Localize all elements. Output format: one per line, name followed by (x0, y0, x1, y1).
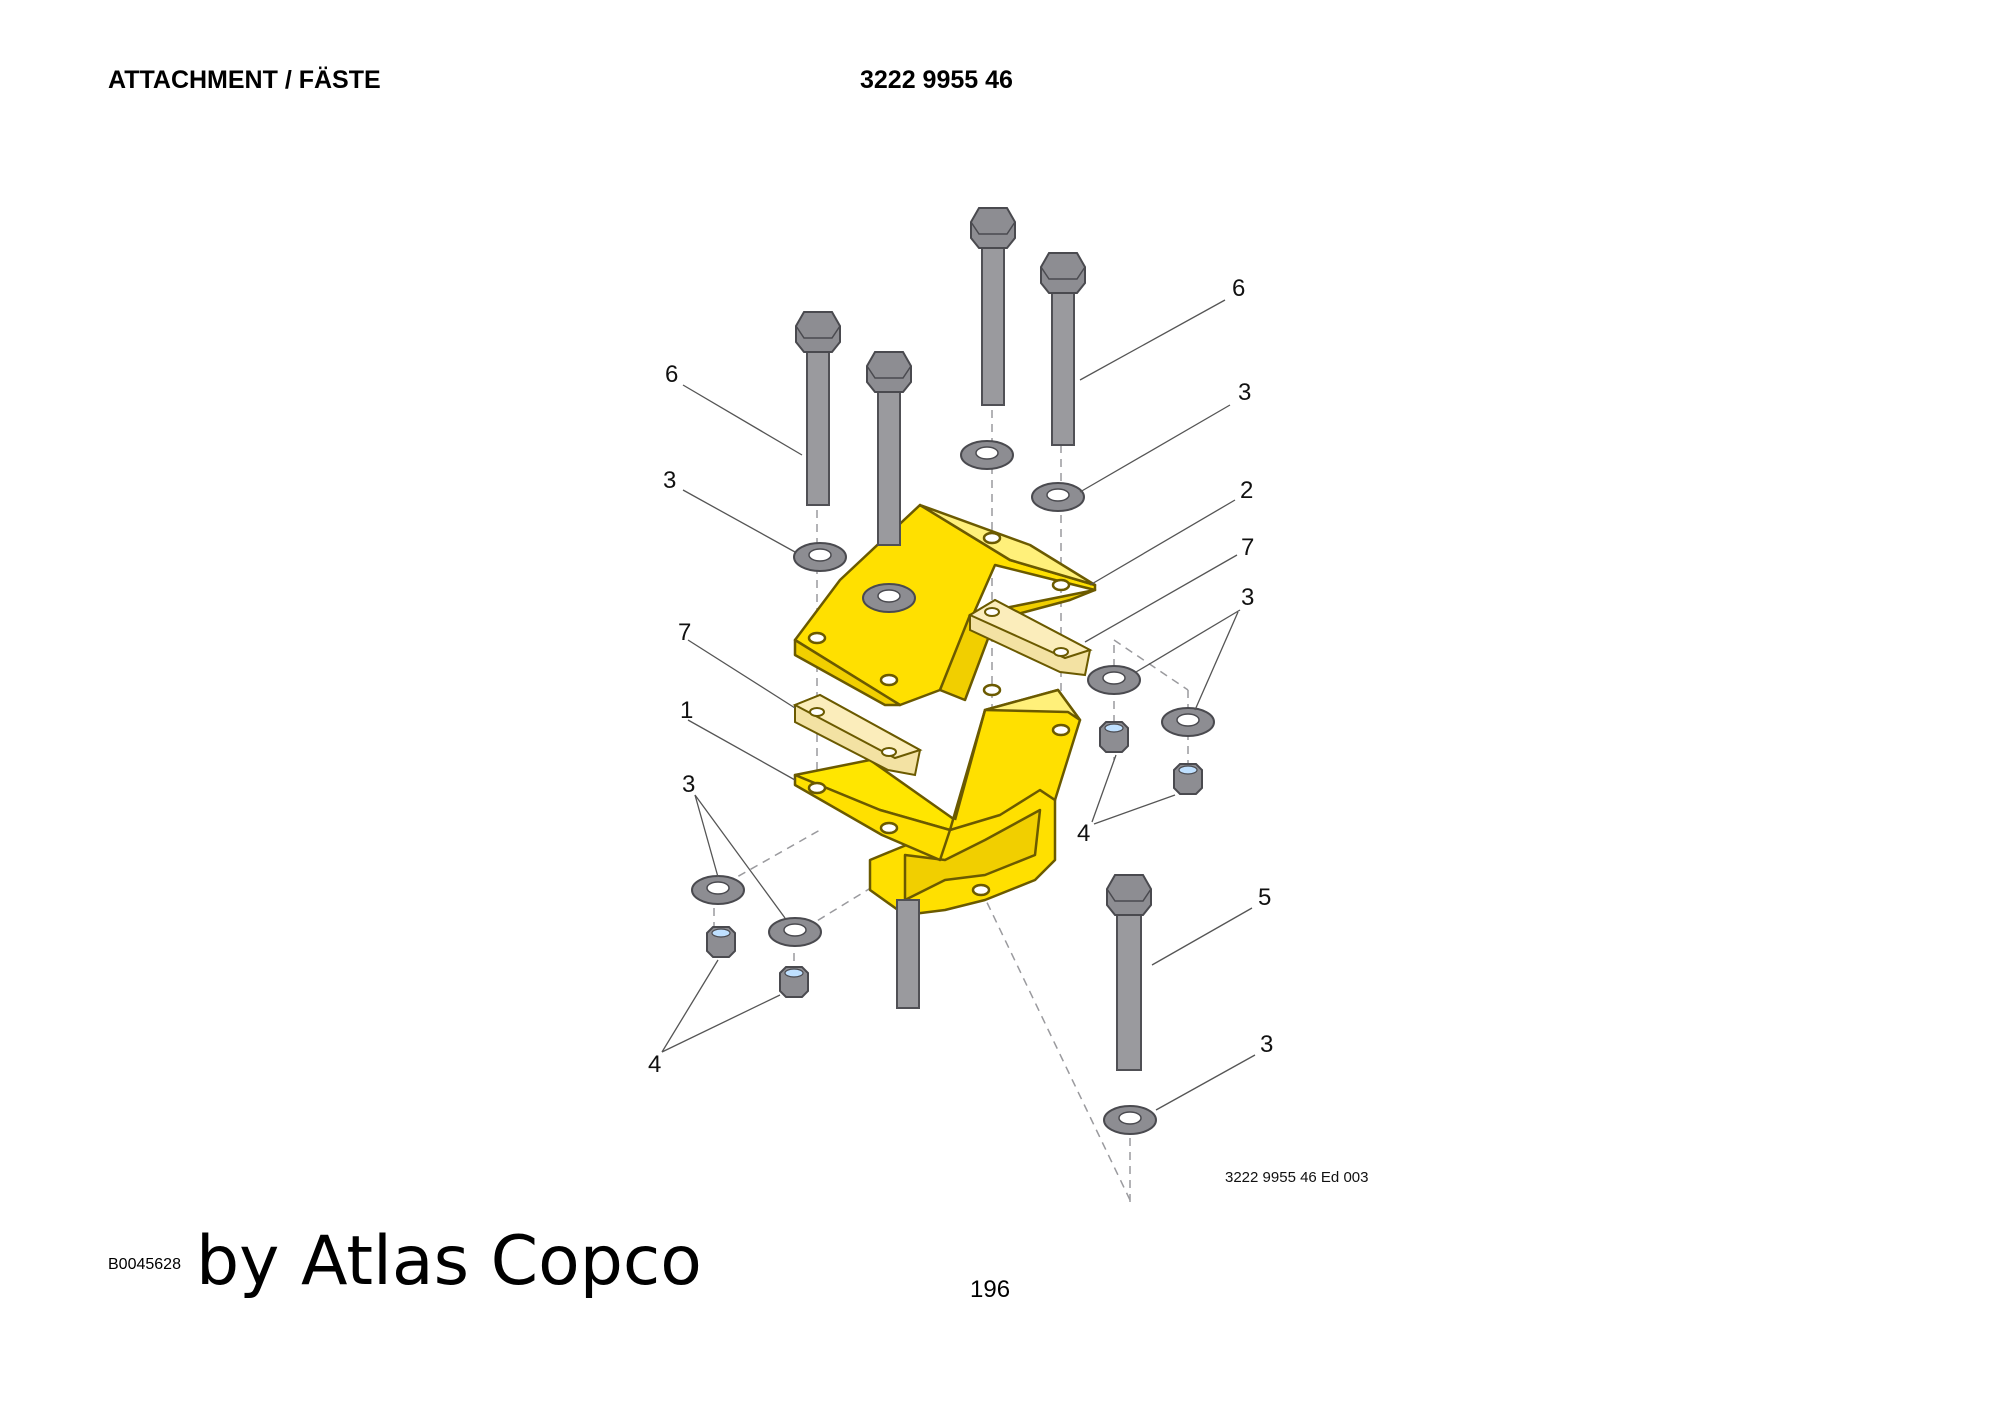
nut (706, 926, 736, 958)
shim-plate-right (967, 598, 1093, 677)
washer (1031, 482, 1085, 512)
document-code: B0045628 (108, 1256, 181, 1273)
washer (1103, 1105, 1157, 1135)
callout-3: 3 (1241, 584, 1254, 611)
callout-3: 3 (1260, 1031, 1273, 1058)
callout-2: 2 (1240, 477, 1253, 504)
bolt-shank-lower (896, 899, 920, 1009)
washer (793, 542, 847, 572)
page-title: ATTACHMENT / FÄSTE (108, 66, 381, 94)
washer (768, 917, 822, 947)
callout-4: 4 (648, 1051, 661, 1078)
callout-3: 3 (682, 771, 695, 798)
bolt-bottom (1106, 874, 1152, 1071)
upper-bracket (793, 503, 1097, 707)
callout-3: 3 (663, 467, 676, 494)
callouts: 6 6 3 3 2 7 3 7 1 3 4 4 5 3 (648, 275, 1273, 1078)
washer (1087, 665, 1141, 695)
callout-6: 6 (1232, 275, 1245, 302)
brand-text: by Atlas Copco (196, 1222, 702, 1301)
shim-plate-left (792, 693, 923, 777)
washer (691, 875, 745, 905)
callout-7: 7 (678, 619, 691, 646)
callout-1: 1 (680, 697, 693, 724)
bolt-left-1 (795, 311, 841, 506)
washer (862, 583, 916, 613)
callout-5: 5 (1258, 884, 1271, 911)
callout-7: 7 (1241, 534, 1254, 561)
drawing-reference: 3222 9955 46 Ed 003 (1225, 1169, 1368, 1186)
bolt-left-2 (866, 351, 912, 546)
washer (960, 440, 1014, 470)
nut (1099, 721, 1129, 753)
lower-bracket (793, 683, 1082, 917)
nut (779, 966, 809, 998)
leader-lines (661, 299, 1256, 1111)
callout-3: 3 (1238, 379, 1251, 406)
bolt-right-2 (1040, 252, 1086, 446)
washer (1161, 707, 1215, 737)
callout-4: 4 (1077, 820, 1090, 847)
part-number: 3222 9955 46 (860, 66, 1013, 94)
callout-6: 6 (665, 361, 678, 388)
bolt-right-1 (970, 207, 1016, 406)
nut (1173, 763, 1203, 795)
page-number: 196 (970, 1276, 1011, 1303)
